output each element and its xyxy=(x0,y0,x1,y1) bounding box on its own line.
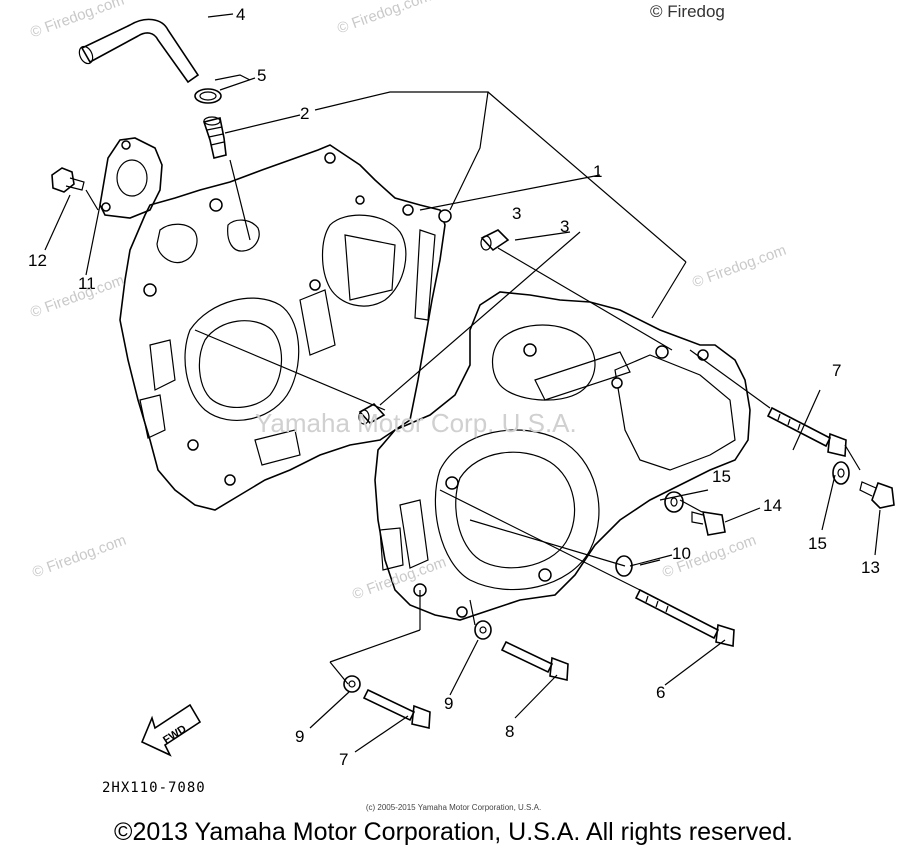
breather-hose-part-4 xyxy=(78,18,200,84)
callout-6: 6 xyxy=(656,683,665,702)
bolt-part-14 xyxy=(691,511,726,536)
breather-nipple-part-2 xyxy=(202,116,227,159)
callout-12: 12 xyxy=(28,251,47,270)
center-watermark: Yamaha Motor Corp. U.S.A. xyxy=(255,408,577,438)
fwd-arrow-icon: FWD xyxy=(140,703,202,757)
right-crankcase-half xyxy=(374,291,751,621)
callout-13: 13 xyxy=(861,558,880,577)
left-crankcase-half xyxy=(119,144,452,511)
callout-numbers: 1 2 3 3 4 5 6 7 7 8 9 9 10 11 12 13 14 1… xyxy=(28,5,880,769)
callout-9-left: 9 xyxy=(295,727,304,746)
callout-9-right: 9 xyxy=(444,694,453,713)
washer-part-15-left xyxy=(664,491,684,513)
bolt-part-12 xyxy=(51,167,85,193)
dowel-pin-part-3-lower xyxy=(358,402,386,425)
callout-3-upper: 3 xyxy=(512,204,521,223)
callout-1: 1 xyxy=(593,162,602,181)
callout-5: 5 xyxy=(257,66,266,85)
hose-clip-part-5 xyxy=(194,88,222,104)
callout-7-upper: 7 xyxy=(832,361,841,380)
callout-4: 4 xyxy=(236,5,245,24)
gasket-part-11 xyxy=(99,137,163,219)
callout-10: 10 xyxy=(672,544,691,563)
bolt-part-13 xyxy=(859,481,895,509)
bolt-part-7-upper xyxy=(766,406,847,457)
callout-3-lower: 3 xyxy=(560,217,569,236)
bolt-part-6 xyxy=(634,588,735,647)
bolt-part-8 xyxy=(500,640,569,681)
diagram-part-code: 2HX110-7080 xyxy=(102,780,206,796)
washer-part-9-right xyxy=(474,620,492,640)
leader-lines xyxy=(44,13,881,753)
callout-2: 2 xyxy=(300,104,309,123)
callout-8: 8 xyxy=(505,722,514,741)
callout-11: 11 xyxy=(78,274,96,293)
callout-15-right: 15 xyxy=(808,534,827,553)
copyright-notice: ©2013 Yamaha Motor Corporation, U.S.A. A… xyxy=(114,818,793,846)
callout-14: 14 xyxy=(763,496,782,515)
callout-15-left: 15 xyxy=(712,467,731,486)
washer-part-15-right xyxy=(832,461,850,485)
small-copyright: (c) 2005-2015 Yamaha Motor Corporation, … xyxy=(365,803,542,812)
watermark-corner: © Firedog xyxy=(650,2,725,21)
bolt-part-7-lower xyxy=(362,688,431,729)
dowel-pin-part-3-upper xyxy=(480,229,510,252)
fwd-label: FWD xyxy=(161,723,189,747)
callout-7-lower: 7 xyxy=(339,750,348,769)
washer-part-9-left xyxy=(343,675,361,693)
